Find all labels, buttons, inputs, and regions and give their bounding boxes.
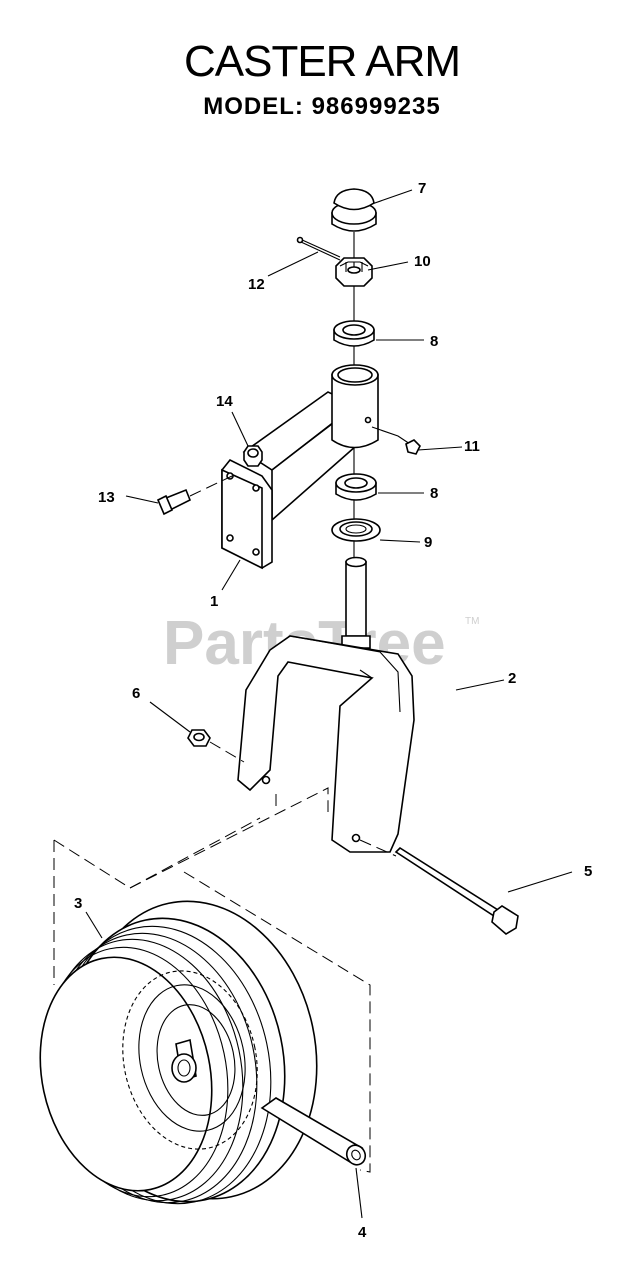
alignment-guide [53, 787, 371, 1173]
leader-7 [371, 189, 413, 205]
grease-fitting [371, 426, 421, 455]
axle-bolt [359, 839, 519, 935]
watermark-tm: TM [465, 616, 479, 627]
caster-arm [221, 364, 379, 570]
leader-14 [231, 411, 249, 447]
callout-9: 9 [424, 534, 432, 551]
leader-5 [507, 871, 573, 893]
callout-12: 12 [248, 276, 265, 293]
diagram-title: CASTER ARM [183, 37, 461, 86]
callout-10: 10 [414, 253, 431, 270]
leader-9 [379, 539, 421, 543]
callout-6: 6 [132, 685, 140, 702]
callout-1: 1 [210, 593, 218, 610]
leader-4 [355, 1167, 363, 1219]
callout-11: 11 [464, 438, 480, 455]
leader-6 [149, 701, 191, 733]
model-number: MODEL: 986999235 [203, 93, 441, 120]
dust-cap [331, 188, 377, 232]
axle-nut [187, 729, 245, 763]
alignment-guide-2 [129, 817, 261, 889]
callout-13: 13 [98, 489, 115, 506]
leader-3 [85, 911, 103, 939]
lower-bearing [335, 473, 377, 501]
callout-4: 4 [358, 1224, 367, 1241]
spacer-tube [260, 1097, 367, 1166]
leader-1 [221, 559, 241, 591]
leader-10 [367, 261, 409, 271]
callout-14: 14 [216, 393, 233, 410]
callout-8-lower: 8 [430, 485, 438, 502]
leader-12 [267, 251, 319, 277]
cotter-pin [296, 236, 341, 261]
leader-2 [455, 679, 505, 691]
leader-11 [417, 446, 463, 451]
plate-nut [243, 445, 263, 467]
leader-13 [125, 495, 159, 504]
wheel-assembly [39, 900, 318, 1205]
callout-5: 5 [584, 863, 592, 880]
callout-3: 3 [74, 895, 82, 912]
callout-2: 2 [508, 670, 516, 687]
plate-bolt [156, 475, 233, 516]
caster-fork [237, 556, 415, 853]
callout-7: 7 [418, 180, 426, 197]
castle-nut [335, 257, 373, 287]
seal [331, 518, 381, 542]
upper-bearing [333, 320, 375, 347]
callout-8-upper: 8 [430, 333, 438, 350]
